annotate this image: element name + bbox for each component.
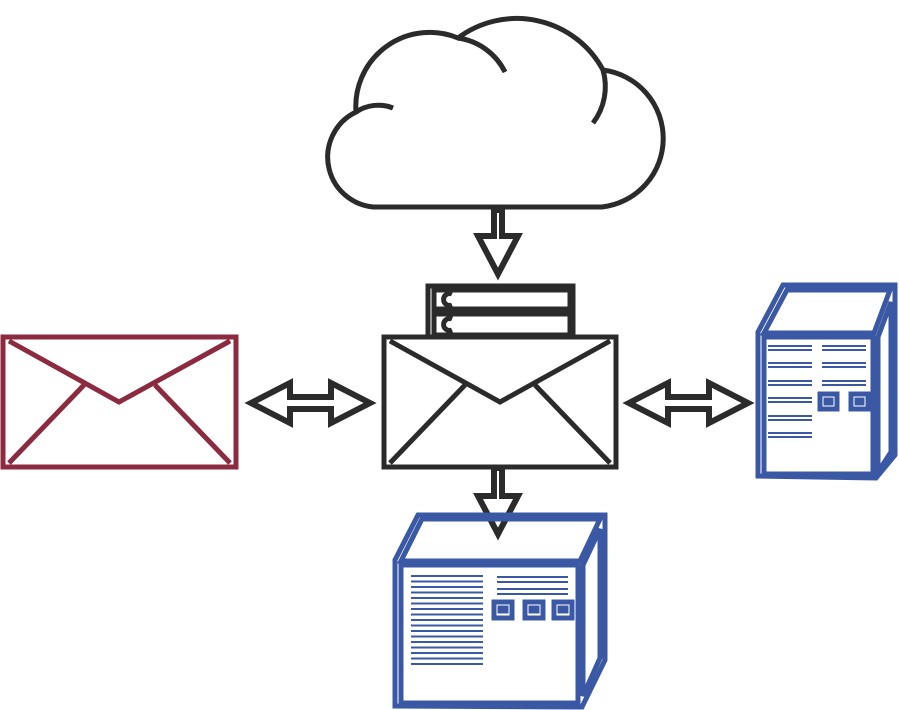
document-text-lines: [768, 345, 866, 438]
document-box-icon: [392, 512, 608, 710]
outline-inner-highlight: [762, 289, 892, 334]
envelope-icon: [381, 334, 619, 470]
outline-inner-highlight: [582, 528, 601, 697]
cloud-icon: [325, 15, 666, 210]
outline-inner-highlight: [8, 384, 85, 464]
outline-inner-highlight: [499, 607, 507, 612]
document-box-icon: [755, 282, 898, 481]
outline-inner-highlight: [553, 601, 573, 619]
server-tray: [431, 287, 573, 312]
outline-inner-highlight: [8, 340, 231, 404]
outline-inner-highlight: [326, 17, 665, 208]
outline-inner-highlight: [493, 601, 513, 619]
outline-inner-highlight: [877, 301, 892, 476]
outline-inner-highlight: [154, 384, 231, 464]
outline-inner-highlight: [763, 336, 874, 475]
outline-inner-highlight: [2, 336, 237, 468]
outline-inner-highlight: [433, 289, 571, 310]
outline-inner-highlight: [394, 514, 606, 708]
envelope-icon: [0, 334, 239, 470]
server-tray: [431, 311, 573, 338]
outline-inner-highlight: [400, 564, 579, 704]
outline-inner-highlight: [442, 292, 453, 307]
outline-inner-highlight: [442, 317, 453, 332]
outline-inner-highlight: [355, 104, 394, 113]
double-arrow-icon: [244, 378, 377, 428]
outline-inner-highlight: [559, 607, 567, 612]
outline-inner-highlight: [592, 69, 607, 124]
outline-inner-highlight: [457, 37, 506, 73]
arrow-down-icon: [473, 207, 523, 281]
double-arrow-icon: [622, 378, 755, 428]
outline-inner-highlight: [399, 518, 602, 562]
mail-server-icon: [381, 283, 619, 470]
outline-inner-highlight: [530, 607, 538, 612]
outline-inner-highlight: [433, 313, 571, 336]
arrow-down-icon: [473, 465, 523, 541]
outline-inner-highlight: [389, 340, 611, 404]
outline-inner-highlight: [856, 399, 863, 404]
outline-inner-highlight: [389, 384, 466, 464]
document-text-lines: [411, 575, 568, 665]
outline-inner-highlight: [819, 393, 838, 410]
outline-inner-highlight: [427, 285, 574, 336]
outline-inner-highlight: [524, 601, 544, 619]
outline-inner-highlight: [534, 384, 611, 464]
outline-inner-highlight: [850, 393, 869, 410]
outline-inner-highlight: [825, 399, 832, 404]
